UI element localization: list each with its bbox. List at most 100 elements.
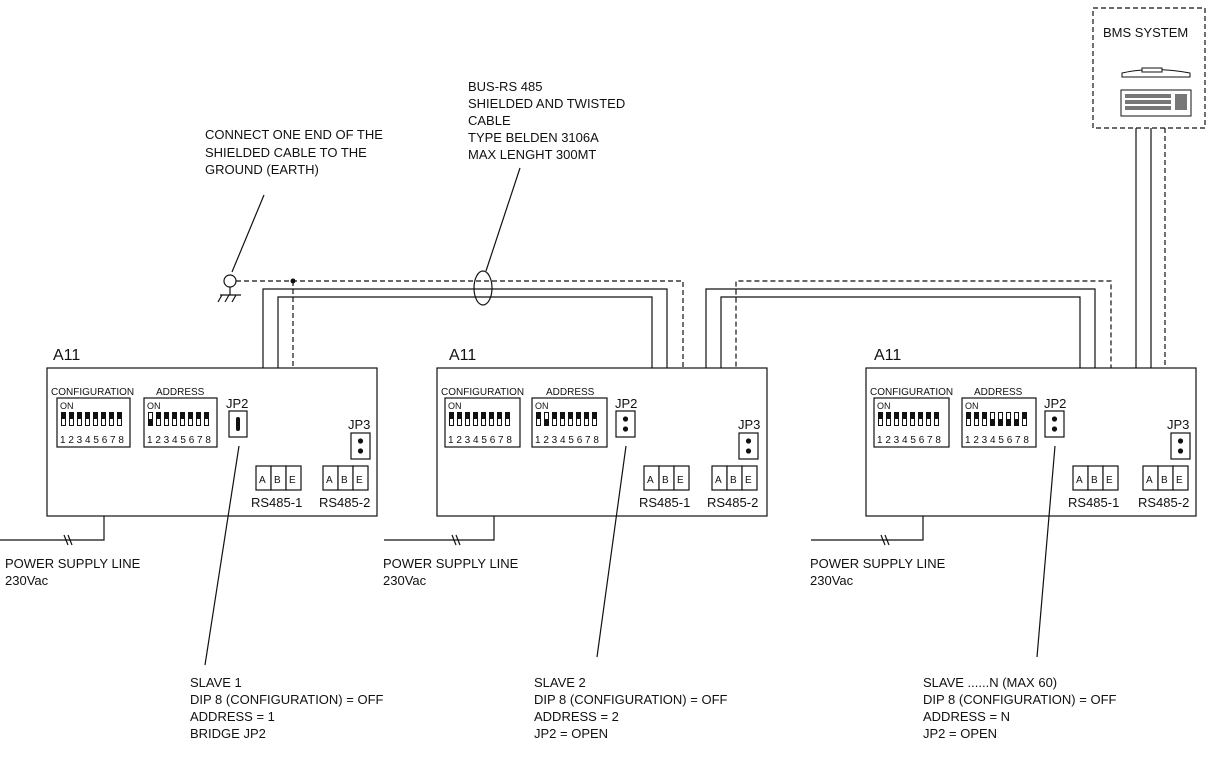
- bus-note: BUS-RS 485 SHIELDED AND TWISTED CABLE TY…: [468, 79, 625, 272]
- slave-note-line: DIP 8 (CONFIGURATION) = OFF: [190, 692, 384, 707]
- rs485-2-terminal[interactable]: A B E: [1142, 465, 1189, 491]
- slave-note-line: JP2 = OPEN: [534, 726, 608, 741]
- power-supply-line: [384, 516, 495, 546]
- terminal-a-label: A: [259, 475, 266, 486]
- slave-note-line: DIP 8 (CONFIGURATION) = OFF: [923, 692, 1117, 707]
- unit-name: A11: [53, 347, 80, 364]
- bms-system-label: BMS SYSTEM: [1103, 25, 1188, 40]
- ground-note-line: CONNECT ONE END OF THE: [205, 127, 383, 142]
- dip-on-label: ON: [965, 401, 979, 411]
- ground-note-line: GROUND (EARTH): [205, 162, 319, 177]
- ground-leader-line: [231, 194, 265, 273]
- rs485-1-label: RS485-1: [251, 495, 302, 510]
- terminal-a-label: A: [326, 475, 333, 486]
- rs485-1-terminal[interactable]: A B E: [255, 465, 302, 491]
- configuration-dip-switch[interactable]: ON 1 2 3 4 5 6 7 8: [873, 397, 950, 448]
- power-supply-label: POWER SUPPLY LINE: [5, 556, 141, 571]
- bus-leader-line: [485, 167, 521, 272]
- terminal-b-label: B: [1161, 475, 1168, 486]
- bus-note-line: BUS-RS 485: [468, 79, 542, 94]
- terminal-e-label: E: [677, 475, 684, 486]
- bus-note-line: CABLE: [468, 113, 511, 128]
- jp2-jumper[interactable]: [228, 410, 248, 438]
- jp2-label: JP2: [226, 396, 248, 411]
- rs485-1-terminal[interactable]: A B E: [1072, 465, 1119, 491]
- address-dip-switch[interactable]: ON 1 2 3 4 5 6 7 8: [143, 397, 218, 448]
- bus-note-line: SHIELDED AND TWISTED: [468, 96, 625, 111]
- slave-2-note: SLAVE 2 DIP 8 (CONFIGURATION) = OFF ADDR…: [534, 445, 728, 741]
- rs485-2-label: RS485-2: [707, 495, 758, 510]
- ground-icon: [217, 274, 241, 303]
- rs485-2-terminal[interactable]: A B E: [322, 465, 369, 491]
- slave-note-line: SLAVE ......N (MAX 60): [923, 675, 1057, 690]
- terminal-a-label: A: [1146, 475, 1153, 486]
- dip-numbers: 1 2 3 4 5 6 7 8: [147, 435, 211, 446]
- configuration-label: CONFIGURATION: [51, 387, 134, 398]
- rs485-1-terminal[interactable]: A B E: [643, 465, 690, 491]
- configuration-label: CONFIGURATION: [441, 387, 524, 398]
- terminal-b-label: B: [662, 475, 669, 486]
- terminal-b-label: B: [274, 475, 281, 486]
- address-label: ADDRESS: [156, 387, 205, 398]
- rs485-2-terminal[interactable]: A B E: [711, 465, 758, 491]
- keyboard-icon: [1120, 89, 1192, 117]
- dip-numbers: 1 2 3 4 5 6 7 8: [965, 435, 1029, 446]
- terminal-a-label: A: [715, 475, 722, 486]
- jp3-label: JP3: [738, 417, 760, 432]
- slave-note-line: SLAVE 2: [534, 675, 586, 690]
- configuration-label: CONFIGURATION: [870, 387, 953, 398]
- jp3-jumper[interactable]: [350, 432, 371, 460]
- slave-note-line: ADDRESS = 1: [190, 709, 275, 724]
- dip-on-label: ON: [448, 401, 462, 411]
- jp2-jumper[interactable]: [615, 410, 636, 438]
- bms-system: BMS SYSTEM: [1092, 7, 1206, 129]
- controller-unit-slave-n: A11 CONFIGURATION ADDRESS ON 1 2 3 4 5 6…: [811, 347, 1197, 546]
- unit-name: A11: [874, 347, 901, 364]
- bus-note-line: MAX LENGHT 300MT: [468, 147, 596, 162]
- power-voltage-label: 230Vac: [383, 573, 427, 588]
- jp3-jumper[interactable]: [738, 432, 759, 460]
- power-supply-line: [0, 516, 105, 546]
- ground-note-line: SHIELDED CABLE TO THE: [205, 145, 367, 160]
- slave-1-note: SLAVE 1 DIP 8 (CONFIGURATION) = OFF ADDR…: [190, 445, 384, 741]
- rs485-2-label: RS485-2: [319, 495, 370, 510]
- address-dip-switch[interactable]: ON 1 2 3 4 5 6 7 8: [531, 397, 608, 448]
- dip-numbers: 1 2 3 4 5 6 7 8: [877, 435, 941, 446]
- slave-n-note: SLAVE ......N (MAX 60) DIP 8 (CONFIGURAT…: [923, 445, 1117, 741]
- bms-system-box: [1092, 7, 1206, 129]
- dip-numbers: 1 2 3 4 5 6 7 8: [535, 435, 599, 446]
- terminal-e-label: E: [745, 475, 752, 486]
- dip-on-label: ON: [60, 401, 74, 411]
- monitor-icon: [1121, 67, 1191, 78]
- rs485-2-label: RS485-2: [1138, 495, 1189, 510]
- terminal-e-label: E: [1106, 475, 1113, 486]
- rs485-1-label: RS485-1: [1068, 495, 1119, 510]
- terminal-e-label: E: [356, 475, 363, 486]
- configuration-dip-switch[interactable]: ON 1 2 3 4 5 6 7 8: [444, 397, 521, 448]
- terminal-b-label: B: [730, 475, 737, 486]
- address-dip-switch[interactable]: ON 1 2 3 4 5 6 7 8: [961, 397, 1037, 448]
- terminal-b-label: B: [341, 475, 348, 486]
- dip-numbers: 1 2 3 4 5 6 7 8: [448, 435, 512, 446]
- terminal-a-label: A: [1076, 475, 1083, 486]
- address-label: ADDRESS: [546, 387, 595, 398]
- terminal-e-label: E: [1176, 475, 1183, 486]
- power-supply-label: POWER SUPPLY LINE: [810, 556, 946, 571]
- address-label: ADDRESS: [974, 387, 1023, 398]
- slave-note-line: DIP 8 (CONFIGURATION) = OFF: [534, 692, 728, 707]
- controller-unit-slave-1: A11 CONFIGURATION ADDRESS ON 1 2 3 4 5 6…: [0, 347, 378, 546]
- terminal-b-label: B: [1091, 475, 1098, 486]
- rs485-1-label: RS485-1: [639, 495, 690, 510]
- slave-note-line: ADDRESS = 2: [534, 709, 619, 724]
- ground-note: CONNECT ONE END OF THE SHIELDED CABLE TO…: [205, 127, 383, 273]
- dip-numbers: 1 2 3 4 5 6 7 8: [60, 435, 124, 446]
- jp3-jumper[interactable]: [1170, 432, 1191, 460]
- bus-note-line: TYPE BELDEN 3106A: [468, 130, 599, 145]
- power-voltage-label: 230Vac: [810, 573, 854, 588]
- jp2-label: JP2: [1044, 396, 1066, 411]
- jp2-label: JP2: [615, 396, 637, 411]
- jp2-jumper[interactable]: [1044, 410, 1065, 438]
- cable-twist-marker: [473, 270, 493, 306]
- terminal-e-label: E: [289, 475, 296, 486]
- configuration-dip-switch[interactable]: ON 1 2 3 4 5 6 7 8: [56, 397, 131, 448]
